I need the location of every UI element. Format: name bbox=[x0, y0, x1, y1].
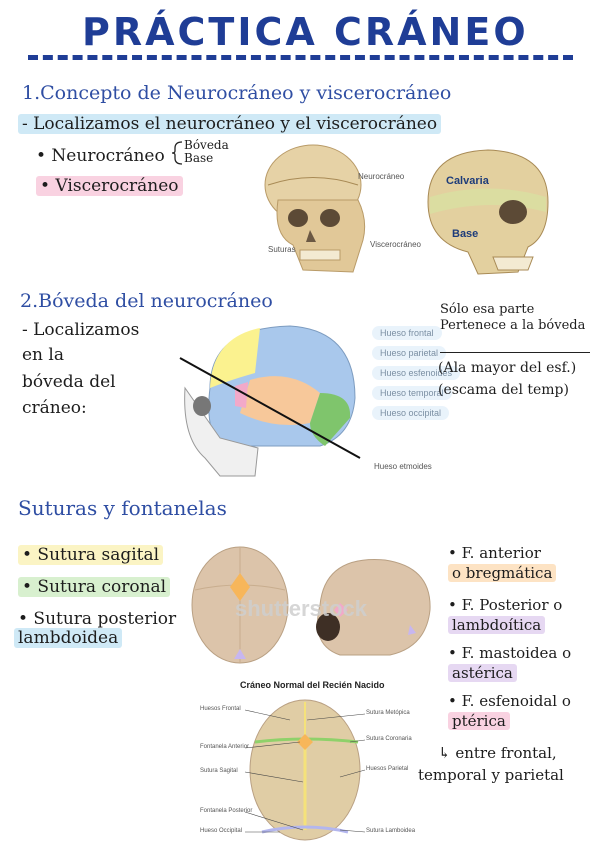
s2-line2: en la bbox=[22, 345, 64, 365]
skull-image-lateral bbox=[418, 142, 568, 282]
s2-note-divider bbox=[440, 352, 590, 353]
s2-note1: Sólo esa parte bbox=[440, 302, 535, 317]
s2-note3: (Ala mayor del esf.) bbox=[438, 360, 577, 376]
dl-fontanela-ant: Fontanela Anterior bbox=[200, 744, 250, 750]
dr-parietal: Huesos Parietal bbox=[366, 766, 409, 772]
font-asterica: astérica bbox=[448, 664, 517, 682]
brace-icon bbox=[171, 141, 183, 165]
font-esfenoidal: • F. esfenoidal o bbox=[448, 692, 571, 710]
section1-heading: 1.Concepto de Neurocráneo y viscerocráne… bbox=[22, 82, 452, 104]
font-posterior: • F. Posterior o bbox=[448, 596, 563, 614]
font-anterior: • F. anterior bbox=[448, 544, 541, 562]
dr-lamboidea: Sutura Lamboidea bbox=[366, 828, 416, 834]
font-mastoidea: • F. mastoidea o bbox=[448, 644, 572, 662]
section3-heading: Suturas y fontanelas bbox=[18, 496, 227, 520]
font-note1: ↳ entre frontal, bbox=[438, 744, 557, 762]
suture-lambdoidea: lambdoidea bbox=[14, 628, 123, 648]
s1-line: - Localizamos el neurocráneo y el viscer… bbox=[18, 114, 442, 134]
tag-temporal: Hueso temporal bbox=[372, 386, 452, 400]
dr-metopica: Sutura Metópica bbox=[366, 710, 410, 716]
s1-boveda: Bóveda bbox=[184, 138, 229, 152]
dl-fontanela-post: Fontanela Posterior bbox=[200, 808, 253, 814]
tag-etmoides: Hueso etmoides bbox=[374, 462, 432, 471]
infant-skull-lateral bbox=[300, 555, 435, 660]
img1-label-suturas: Suturas bbox=[268, 245, 296, 254]
font-note2: temporal y parietal bbox=[418, 766, 564, 784]
tag-parietal: Hueso parietal bbox=[372, 346, 447, 360]
skull-bones-image bbox=[179, 318, 361, 478]
newborn-skull-diagram: Cráneo Normal del Recién Nacido Huesos F… bbox=[200, 680, 420, 842]
img1-label-neuro: Neurocráneo bbox=[358, 172, 405, 181]
title-underline bbox=[28, 55, 573, 60]
img1-label-visc: Viscerocráneo bbox=[370, 240, 421, 249]
suture-posterior: • Sutura posterior bbox=[18, 609, 177, 629]
tag-frontal: Hueso frontal bbox=[372, 326, 442, 340]
page-title: PRÁCTICA CRÁNEO bbox=[82, 10, 529, 54]
suture-coronal: • Sutura coronal bbox=[18, 577, 171, 597]
font-pterica: ptérica bbox=[448, 712, 510, 730]
s1-bullet-visc: • Viscerocráneo bbox=[36, 176, 183, 196]
s2-note4: (escama del temp) bbox=[438, 382, 569, 398]
s2-note2: Pertenece a la bóveda bbox=[440, 318, 586, 333]
s2-line3: bóveda del bbox=[22, 372, 116, 392]
s1-bullet-neuro: • Neurocráneo bbox=[36, 146, 165, 166]
dl-sutura-sagital: Sutura Sagital bbox=[200, 768, 238, 774]
font-lambdoitica: lambdoítica bbox=[448, 616, 546, 634]
tag-esfenoides: Hueso esfenoides bbox=[372, 366, 461, 380]
tag-occipital: Hueso occipital bbox=[372, 406, 450, 420]
s1-base: Base bbox=[184, 151, 214, 165]
s2-line1: - Localizamos bbox=[22, 320, 140, 340]
infant-skull-top bbox=[190, 545, 290, 665]
img2-label-base: Base bbox=[452, 228, 479, 240]
watermark: shutterstock bbox=[235, 596, 368, 621]
img2-label-calvaria: Calvaria bbox=[446, 175, 489, 187]
suture-sagital: • Sutura sagital bbox=[18, 545, 164, 565]
dl-frontal: Huesos Frontal bbox=[200, 706, 241, 712]
skull-image-front bbox=[258, 140, 408, 280]
dr-coronaria: Sutura Coronaria bbox=[366, 736, 412, 742]
dl-occipital: Hueso Occipital bbox=[200, 828, 243, 834]
s2-line4: cráneo: bbox=[22, 398, 87, 418]
diagram-title: Cráneo Normal del Recién Nacido bbox=[240, 680, 385, 690]
section2-heading: 2.Bóveda del neurocráneo bbox=[20, 290, 273, 312]
font-bregmatica: o bregmática bbox=[448, 564, 557, 582]
